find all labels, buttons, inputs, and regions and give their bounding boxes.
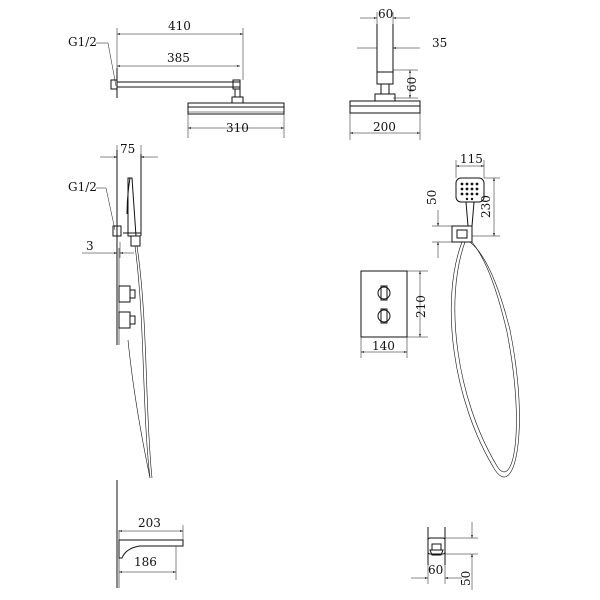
dim-panel-height: 210 [407, 270, 428, 338]
dim-text-spout-base-height: 50 [459, 571, 473, 586]
dim-mount-height: 60 [393, 69, 419, 99]
dim-side-width: 75 [100, 142, 158, 158]
dim-plate-thick: 3 [82, 239, 134, 258]
dim-text-mount-depth: 35 [432, 36, 447, 50]
dim-text-hand-width: 115 [460, 152, 483, 166]
wall-side-elevation [112, 150, 153, 479]
callout-thread-top: G1/2 [68, 35, 117, 87]
dim-spout-inner: 186 [119, 546, 177, 580]
dim-spout-base-width: 60 [411, 563, 462, 584]
dim-arm-inner: 385 [117, 51, 240, 67]
spray-face [460, 182, 479, 201]
dim-holder-height: 50 [425, 190, 452, 258]
dim-text-spout-total: 203 [138, 516, 161, 530]
dim-text-panel-height: 210 [414, 295, 428, 318]
hand-shower [450, 177, 520, 478]
dim-mount-depth: 35 [357, 36, 447, 50]
dim-panel-width: 140 [360, 337, 408, 358]
thermostatic-panel [360, 270, 408, 338]
dim-text-panel-width: 140 [372, 339, 395, 353]
callout-thread-side: G1/2 [68, 180, 116, 231]
dim-mount-width: 60 [360, 7, 410, 24]
spout-front-view [427, 527, 446, 565]
bath-spout [116, 480, 184, 588]
dim-arm-total: 410 [116, 19, 244, 80]
dim-text-arm-inner: 385 [167, 51, 190, 65]
shower-arm-side-view [110, 68, 285, 115]
dim-text-holder-height: 50 [425, 190, 439, 205]
dim-hand-height: 230 [472, 177, 500, 237]
label-thread-top: G1/2 [68, 35, 97, 49]
dim-text-head-width: 310 [226, 121, 249, 135]
dim-head-width: 310 [187, 114, 285, 138]
dim-text-head-depth: 200 [373, 120, 396, 134]
dim-spout-total: 203 [119, 516, 184, 540]
dim-text-hand-height: 230 [479, 195, 493, 218]
dim-text-plate-thick: 3 [86, 239, 94, 253]
dim-text-mount-width: 60 [378, 7, 393, 21]
dim-hand-width: 115 [455, 152, 485, 178]
dim-spout-base-height: 50 [445, 522, 478, 590]
shower-arm-front-view [349, 24, 421, 114]
dim-text-arm-total: 410 [168, 19, 191, 33]
dim-head-depth: 200 [349, 113, 421, 140]
dim-text-spout-inner: 186 [134, 555, 157, 569]
dim-text-spout-base-width: 60 [428, 563, 443, 577]
dim-text-side-width: 75 [120, 142, 135, 156]
label-thread-side: G1/2 [68, 180, 97, 194]
dim-text-mount-height: 60 [405, 77, 419, 92]
